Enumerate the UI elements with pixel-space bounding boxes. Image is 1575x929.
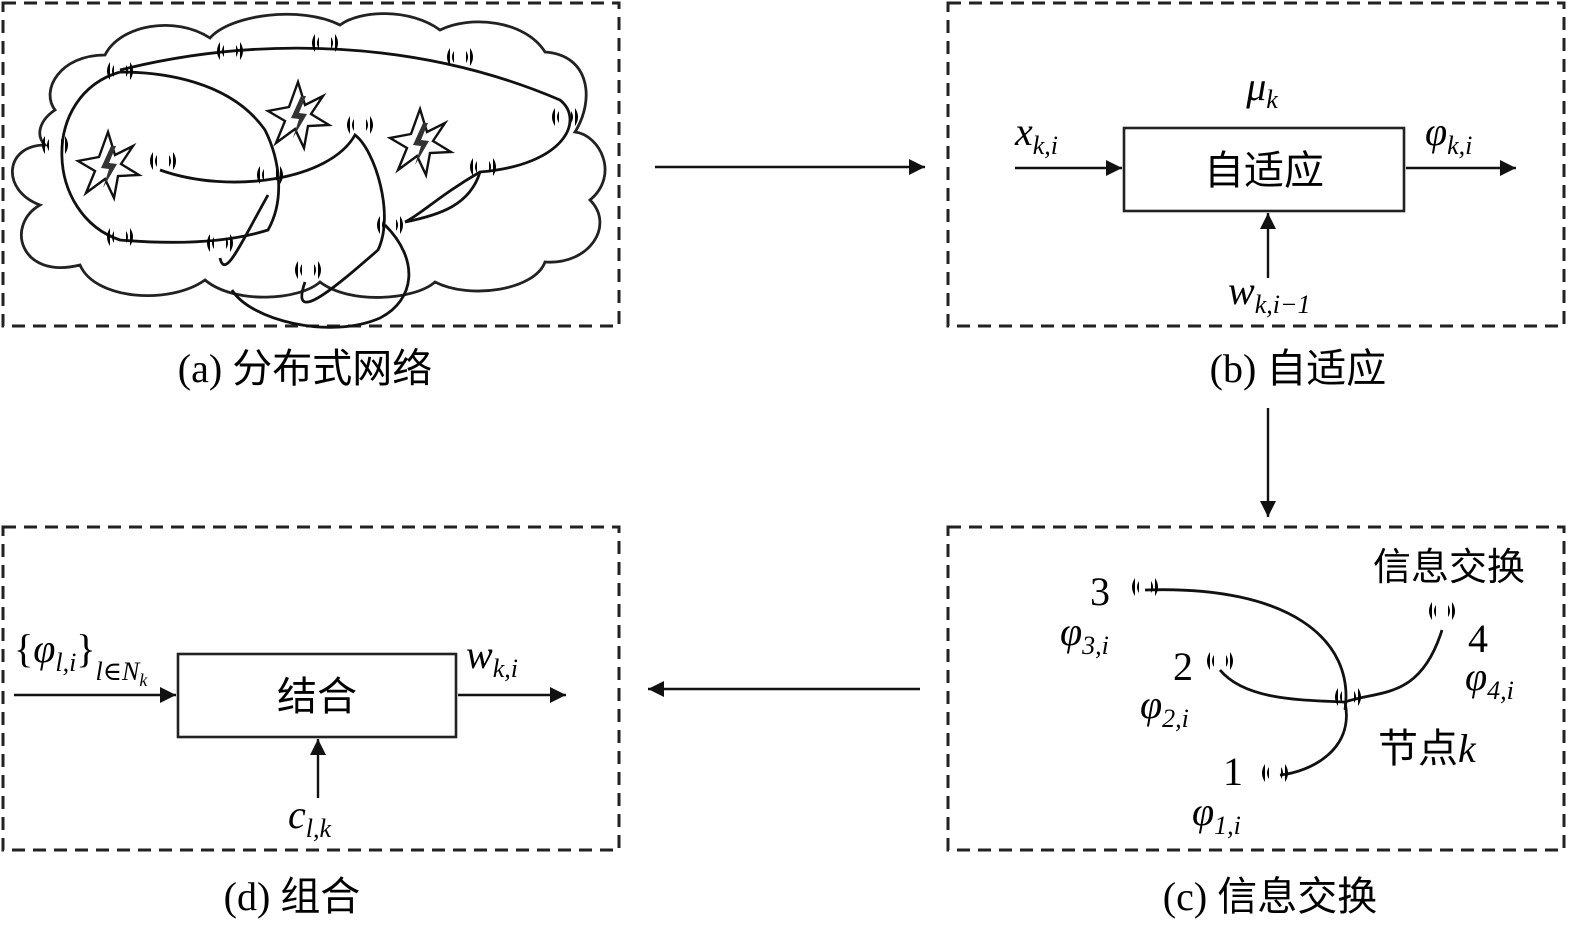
- combination-coefficient-label: cl,k: [288, 792, 331, 843]
- neighbor-2-estimate: φ2,i: [1140, 682, 1189, 733]
- neighbor-4-estimate: φ4,i: [1465, 654, 1514, 705]
- center-node-label: 节点k: [1378, 726, 1477, 772]
- adapt-box: [1122, 126, 1406, 213]
- adapt-box-label: 自适应: [1204, 148, 1324, 194]
- combined-weight-label: wk,i: [466, 632, 518, 683]
- neighbor-1-id: 1: [1223, 749, 1243, 794]
- step-size-label: μk: [1245, 64, 1278, 114]
- neighbor-estimates-label: {φl,i}l∈Nk: [14, 626, 148, 690]
- neighbor-3-estimate: φ3,i: [1060, 609, 1109, 660]
- cloud: [11, 12, 607, 299]
- panel-d-frame: [1, 525, 621, 852]
- neighbor-3-id: 3: [1090, 569, 1110, 614]
- panel-b-frame: [946, 1, 1566, 328]
- input-signal-label: xk,i: [1014, 109, 1058, 160]
- combine-box: [176, 652, 458, 739]
- prior-weight-label: wk,i−1: [1228, 268, 1311, 319]
- combine-box-label: 结合: [277, 674, 357, 720]
- neighbor-4-id: 4: [1468, 616, 1488, 661]
- panel-a-caption: (a) 分布式网络: [178, 346, 432, 391]
- panel-d-caption: (d) 组合: [224, 874, 361, 919]
- panel-c-caption: (c) 信息交换: [1163, 874, 1377, 919]
- panel-b-caption: (b) 自适应: [1210, 346, 1387, 391]
- intermediate-estimate-label: φk,i: [1425, 109, 1472, 160]
- neighbor-1-estimate: φ1,i: [1192, 789, 1241, 840]
- exchange-links: [1144, 588, 1444, 777]
- exchange-title: 信息交换: [1373, 545, 1525, 589]
- panel-c-frame: [946, 525, 1566, 852]
- network-links: [60, 46, 572, 329]
- neighbor-2-id: 2: [1173, 644, 1193, 689]
